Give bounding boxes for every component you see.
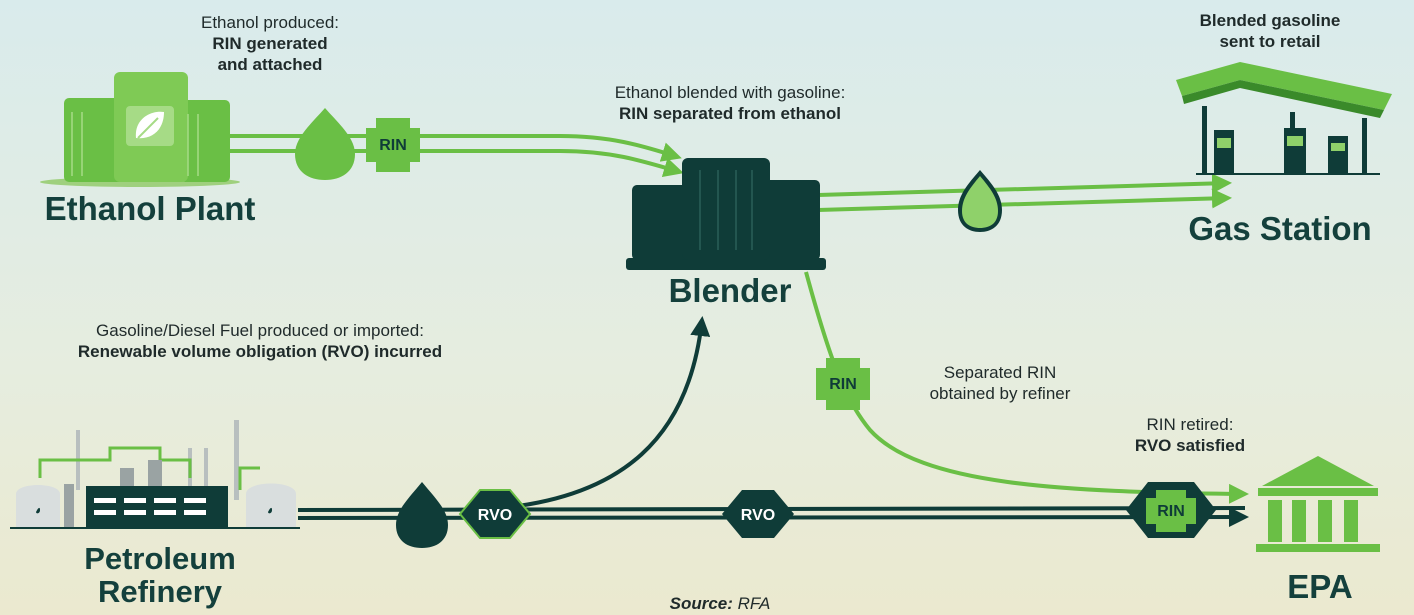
retired-line2: RVO satisfied xyxy=(1134,436,1246,455)
blender-to-station-line-2 xyxy=(817,188,1232,212)
petroleum-refinery-icon xyxy=(10,420,300,529)
separated-rin-line2: obtained by refiner xyxy=(929,384,1071,403)
petroleum-refinery-line1: Petroleum xyxy=(84,541,236,576)
rvo-badge-2: RVO xyxy=(722,490,794,538)
rin-badge-2-label: RIN xyxy=(829,376,857,393)
retail-line2: sent to retail xyxy=(1219,32,1321,51)
rin-to-epa-line xyxy=(804,271,1249,504)
refinery-to-blender-line xyxy=(469,316,711,512)
rvo-badge-2-label: RVO xyxy=(741,507,775,524)
ethanol-to-blender-line-2 xyxy=(230,149,684,177)
blender-icon xyxy=(626,158,826,270)
petroleum-refinery-label: Petroleum Refinery xyxy=(40,542,280,608)
retail-line1: Blended gasoline xyxy=(1199,11,1341,30)
rin-badge-1-label: RIN xyxy=(379,137,407,154)
rin-retired-badge-label: RIN xyxy=(1157,503,1185,520)
ethanol-produced-line1: Ethanol produced: xyxy=(201,13,339,32)
separated-rin-note: Separated RIN obtained by refiner xyxy=(880,362,1120,404)
rin-badge-1: RIN xyxy=(366,118,420,172)
ethanol-produced-note: Ethanol produced: RIN generated and atta… xyxy=(160,12,380,75)
gasoline-produced-line1: Gasoline/Diesel Fuel produced or importe… xyxy=(96,321,424,340)
source-note: Source: RFA xyxy=(620,593,820,614)
blender-label: Blender xyxy=(668,272,792,309)
ethanol-plant-label: Ethanol Plant xyxy=(44,190,256,227)
gasoline-produced-note: Gasoline/Diesel Fuel produced or importe… xyxy=(0,320,520,362)
gasoline-produced-line2: Renewable volume obligation (RVO) incurr… xyxy=(77,342,443,361)
ethanol-drop-icon xyxy=(295,108,355,180)
source-label: Source: xyxy=(669,594,733,613)
blended-fuel-drop-icon xyxy=(958,170,1002,232)
ethanol-produced-line3: and attached xyxy=(217,55,323,74)
blender-to-station-line-1 xyxy=(817,173,1232,197)
blended-line1: Ethanol blended with gasoline: xyxy=(614,83,846,102)
separated-rin-line1: Separated RIN xyxy=(943,363,1057,382)
rvo-badge-1: RVO xyxy=(458,489,532,539)
petroleum-refinery-line2: Refinery xyxy=(97,574,223,609)
petroleum-drop-icon xyxy=(396,482,448,548)
ethanol-to-blender-line-1 xyxy=(230,134,682,162)
retired-note: RIN retired: RVO satisfied xyxy=(1100,414,1280,456)
ethanol-plant-icon xyxy=(40,72,240,187)
ethanol-produced-line2: RIN generated xyxy=(212,34,328,53)
blended-line2: RIN separated from ethanol xyxy=(619,104,841,123)
gas-station-icon xyxy=(1176,62,1392,175)
retired-line1: RIN retired: xyxy=(1146,415,1234,434)
rin-retired-badge: RIN xyxy=(1126,482,1216,538)
source-value: RFA xyxy=(737,594,771,613)
blended-note: Ethanol blended with gasoline: RIN separ… xyxy=(560,82,900,124)
epa-label: EPA xyxy=(1287,568,1353,605)
rvo-badge-1-label: RVO xyxy=(478,507,512,524)
epa-building-icon xyxy=(1256,456,1380,552)
rin-badge-2: RIN xyxy=(816,358,870,410)
retail-note: Blended gasoline sent to retail xyxy=(1150,10,1390,52)
gas-station-label: Gas Station xyxy=(1188,210,1372,247)
